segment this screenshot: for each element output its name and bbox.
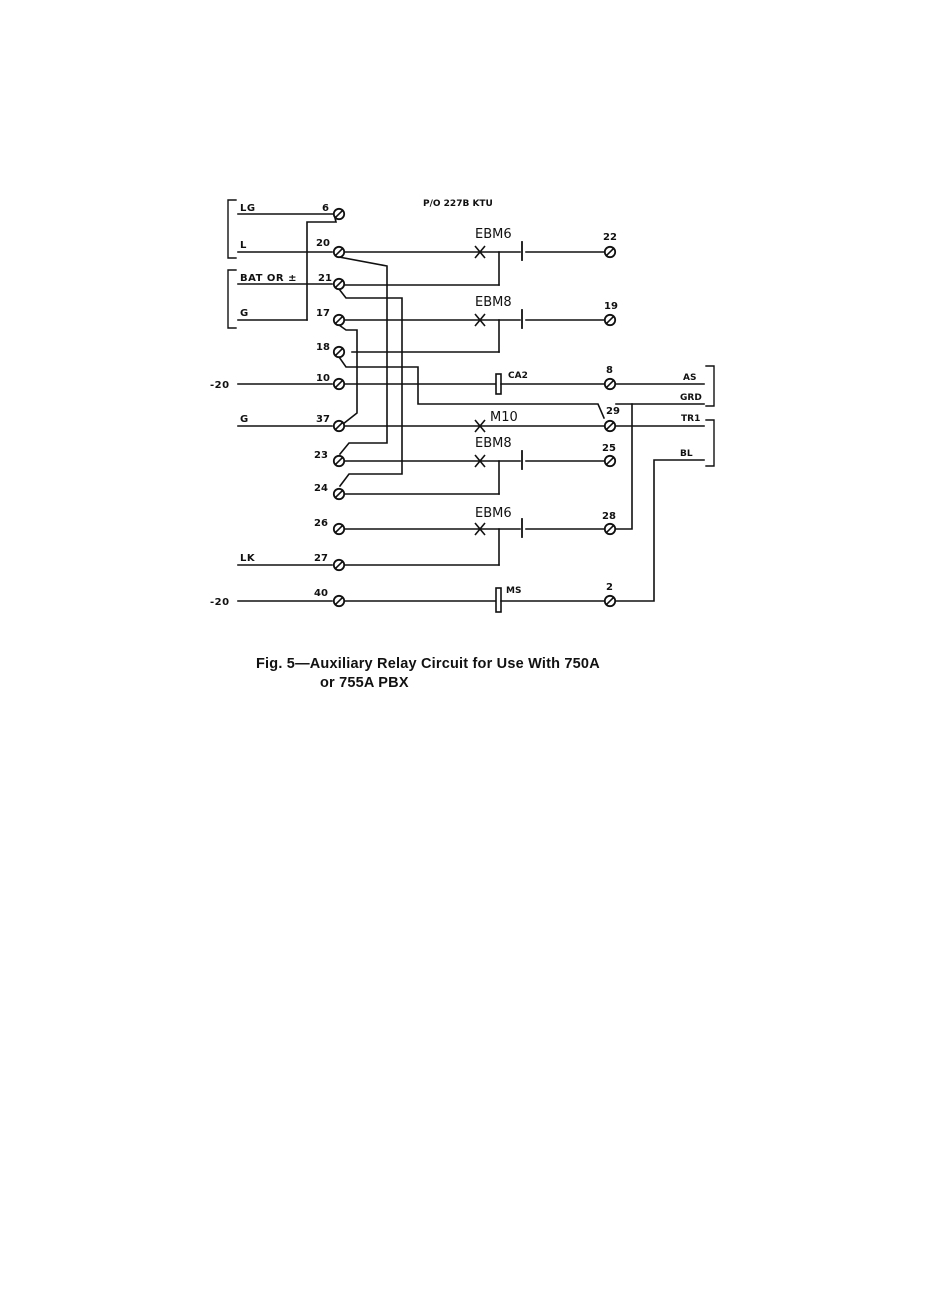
- relay-label-ebm6-top: EBM6: [475, 227, 512, 242]
- terminal-22: [605, 247, 615, 257]
- terminal-number-2: 2: [606, 582, 613, 593]
- caption-line-2: or 755A PBX: [256, 674, 716, 693]
- label-as: AS: [683, 373, 696, 383]
- terminal-37: [334, 421, 344, 431]
- label-bl: BL: [680, 449, 693, 459]
- label-bat-or: BAT OR ±: [240, 273, 297, 284]
- terminal-number-19: 19: [604, 301, 618, 312]
- terminal-number-22: 22: [603, 232, 617, 243]
- terminal-10: [334, 379, 344, 389]
- terminal-number-29: 29: [606, 406, 620, 417]
- terminal-number-21: 21: [318, 273, 332, 284]
- terminal-number-28: 28: [602, 511, 616, 522]
- terminal-40: [334, 596, 344, 606]
- terminal-8: [605, 379, 615, 389]
- figure-caption: Fig. 5—Auxiliary Relay Circuit for Use W…: [256, 655, 716, 693]
- terminal-number-18: 18: [316, 342, 330, 353]
- terminal-28: [605, 524, 615, 534]
- relay-label-m10: M10: [490, 410, 518, 425]
- terminal-number-37: 37: [316, 414, 330, 425]
- terminal-26: [334, 524, 344, 534]
- caption-line-1: Fig. 5—Auxiliary Relay Circuit for Use W…: [256, 655, 716, 674]
- relay-label-ebm6-bottom: EBM6: [475, 506, 512, 521]
- wiring: [228, 200, 714, 612]
- terminal-27: [334, 560, 344, 570]
- header-label: P/O 227B KTU: [423, 199, 493, 209]
- terminal-19: [605, 315, 615, 325]
- terminal-18: [334, 347, 344, 357]
- label-g-mid: G: [240, 414, 249, 425]
- label-lg: LG: [240, 203, 256, 214]
- terminal-29: [605, 421, 615, 431]
- terminal-2: [605, 596, 615, 606]
- terminal-23: [334, 456, 344, 466]
- terminal-number-20: 20: [316, 238, 330, 249]
- relay-label-ebm8-mid: EBM8: [475, 436, 512, 451]
- terminal-25: [605, 456, 615, 466]
- label-grd: GRD: [680, 393, 702, 403]
- label-lk: LK: [240, 553, 256, 564]
- terminal-17: [334, 315, 344, 325]
- label-l: L: [240, 240, 247, 251]
- terminal-number-8: 8: [606, 365, 613, 376]
- break-contacts: [475, 246, 485, 535]
- terminal-24: [334, 489, 344, 499]
- terminal-number-23: 23: [314, 450, 328, 461]
- terminals: [334, 209, 615, 606]
- terminal-number-27: 27: [314, 553, 328, 564]
- label-g-top: G: [240, 308, 249, 319]
- terminal-number-25: 25: [602, 443, 616, 454]
- terminal-6: [334, 209, 344, 219]
- terminal-21: [334, 279, 344, 289]
- relay-label-ca2: CA2: [508, 371, 528, 381]
- label-minus20-lower: -20: [210, 597, 230, 608]
- relay-label-ebm8-top: EBM8: [475, 295, 512, 310]
- label-minus20-upper: -20: [210, 380, 230, 391]
- terminal-number-6: 6: [322, 203, 329, 214]
- terminal-number-40: 40: [314, 588, 328, 599]
- terminal-20: [334, 247, 344, 257]
- label-tr1: TR1: [681, 414, 700, 424]
- terminal-number-10: 10: [316, 373, 330, 384]
- terminal-number-17: 17: [316, 308, 330, 319]
- terminal-number-24: 24: [314, 483, 328, 494]
- relay-label-ms: MS: [506, 586, 521, 596]
- terminal-number-26: 26: [314, 518, 328, 529]
